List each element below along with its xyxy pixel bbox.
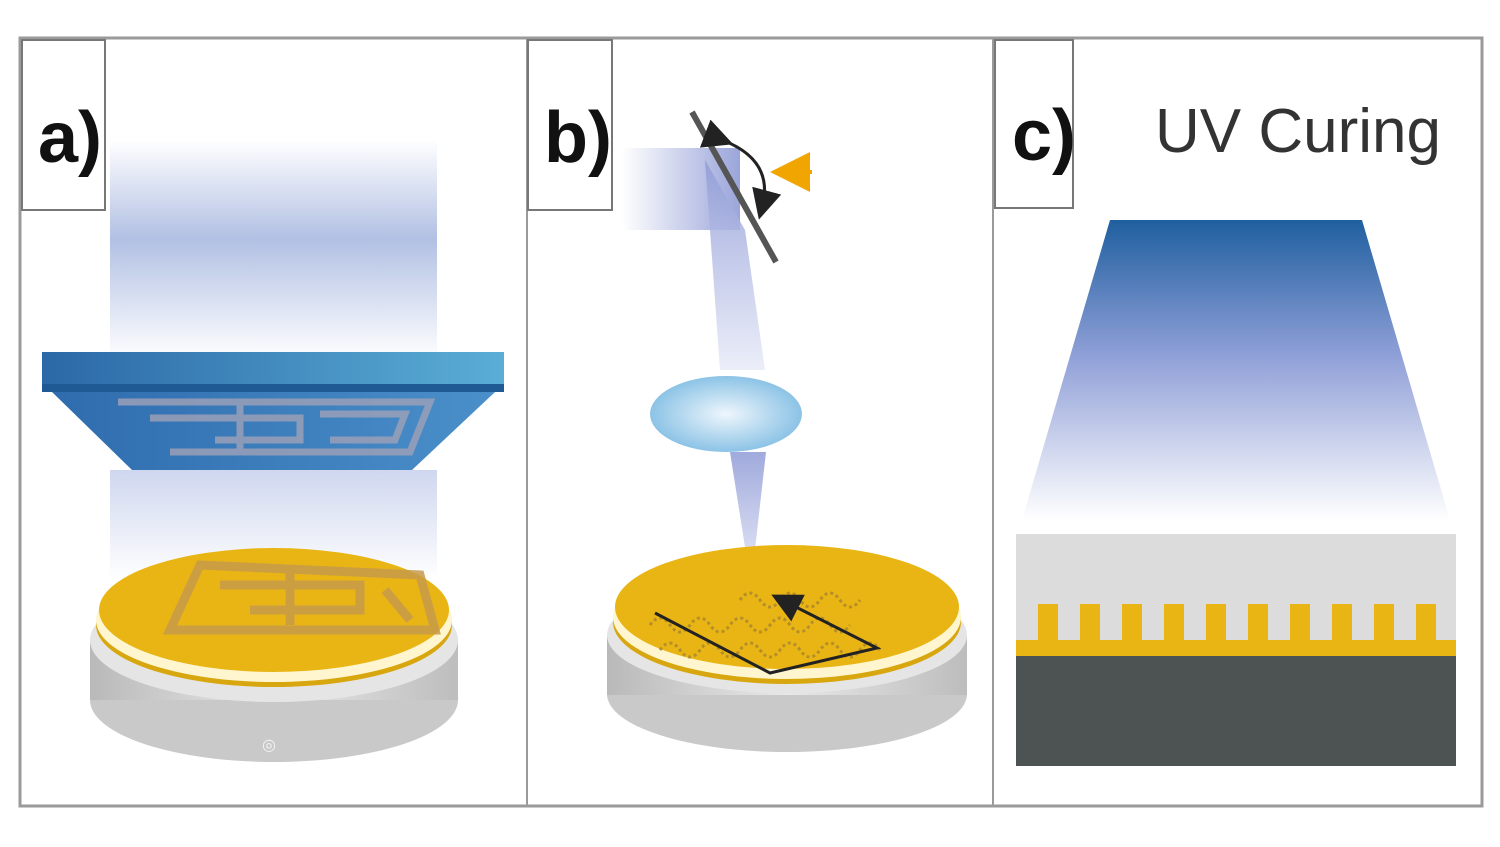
wafer-pattern (162, 560, 441, 635)
figure-frame (18, 36, 1484, 808)
panel-b-focused-beam (730, 452, 766, 585)
photomask-edge (42, 384, 504, 392)
panel-c-title: UV Curing (1155, 97, 1441, 166)
imprinted-teeth (1016, 604, 1456, 656)
panel-c: c) UV Curing (994, 39, 1456, 766)
panel-a-label-box (21, 39, 106, 211)
written-serpentine-pattern (648, 591, 882, 659)
panel-a-label: a) (38, 98, 102, 178)
panel-c-label-box (994, 39, 1074, 209)
panel-b: b) (527, 39, 967, 752)
photomask-pattern (118, 398, 436, 456)
panel-a: a) ◎ (21, 39, 504, 762)
panel-b-label: b) (544, 98, 612, 178)
panel-b-label-box (527, 39, 613, 211)
panel-c-label: c) (1012, 96, 1076, 176)
pedestal-marking: ◎ (262, 737, 276, 754)
panel-b-wafer (615, 545, 959, 669)
mirror-rotation-arrow (699, 119, 782, 220)
scan-path-arrow (654, 594, 882, 675)
substrate (1016, 656, 1456, 766)
focusing-lens (650, 376, 802, 452)
photomask-plate (42, 352, 504, 388)
panel-a-light-beam (110, 140, 437, 360)
uv-light-cone (1022, 220, 1450, 520)
